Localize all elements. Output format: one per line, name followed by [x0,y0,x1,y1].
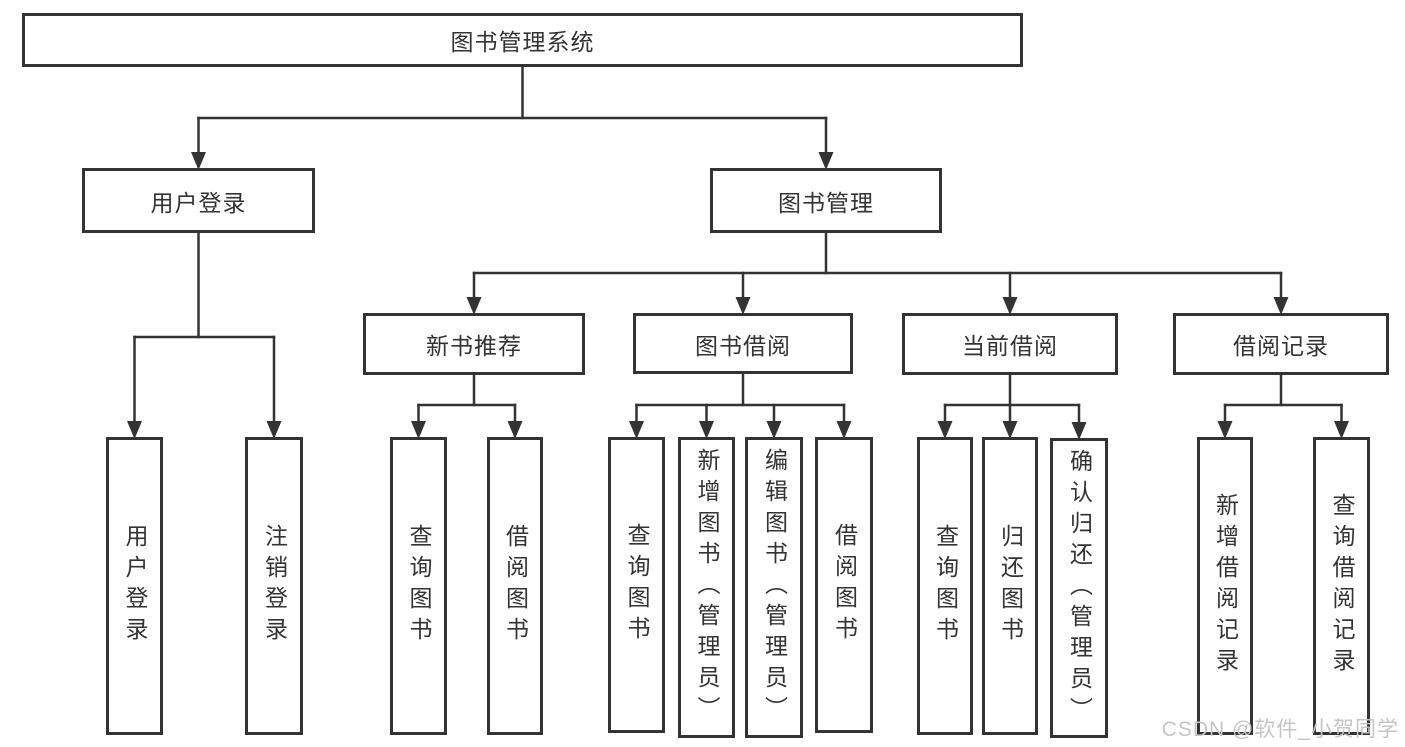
node-root: 图书管理系统 [22,13,1023,67]
node-book-mgmt: 图书管理 [710,168,942,233]
arrowhead-book-borrow-bb-query [629,421,644,439]
arrowhead-current-borrow-cb-confirm [1071,422,1087,440]
arrowhead-book-borrow-bb-add [699,421,714,439]
node-bb-add: 新增图书（管理员） [678,437,735,738]
arrowhead-book-borrow-bb-edit [766,421,782,439]
node-br-query: 查询借阅记录 [1313,437,1370,735]
arrowhead-new-book-rec-nb-borrow [507,421,523,439]
node-current-borrow: 当前借阅 [902,313,1118,375]
arrowhead-book-mgmt-current-borrow [1002,297,1018,315]
node-br-add: 新增借阅记录 [1197,437,1253,735]
arrowhead-book-borrow-bb-borrow [836,421,852,439]
arrowhead-borrow-records-br-add [1217,421,1233,439]
arrowhead-book-mgmt-book-borrow [735,297,751,315]
arrowhead-new-book-rec-nb-query [411,421,426,439]
node-nb-query: 查询图书 [390,437,447,735]
node-bb-edit: 编辑图书（管理员） [745,437,803,738]
node-cb-return: 归还图书 [982,437,1038,735]
arrowhead-user-login-leaf-logout [266,421,282,439]
arrowhead-book-mgmt-new-book-rec [466,297,482,315]
node-book-borrow: 图书借阅 [633,313,853,374]
node-nb-borrow: 借阅图书 [487,437,543,735]
node-new-book-rec: 新书推荐 [363,313,585,375]
node-cb-query: 查询图书 [917,437,973,735]
arrowhead-borrow-records-br-query [1334,421,1349,439]
node-leaf-user-login: 用户登录 [106,437,163,735]
arrowhead-root-user-login [191,152,206,170]
arrowhead-current-borrow-cb-return [1002,421,1018,439]
arrowhead-current-borrow-cb-query [937,421,953,439]
node-cb-confirm: 确认归还（管理员） [1050,438,1108,738]
arrowhead-root-book-mgmt [818,152,834,170]
node-leaf-logout: 注销登录 [245,437,303,735]
node-borrow-records: 借阅记录 [1173,313,1389,375]
node-bb-query: 查询图书 [608,437,665,733]
node-user-login: 用户登录 [82,168,315,233]
arrowhead-book-mgmt-borrow-records [1273,297,1289,315]
node-bb-borrow: 借阅图书 [815,437,873,733]
arrowhead-user-login-leaf-user-login [127,421,142,439]
